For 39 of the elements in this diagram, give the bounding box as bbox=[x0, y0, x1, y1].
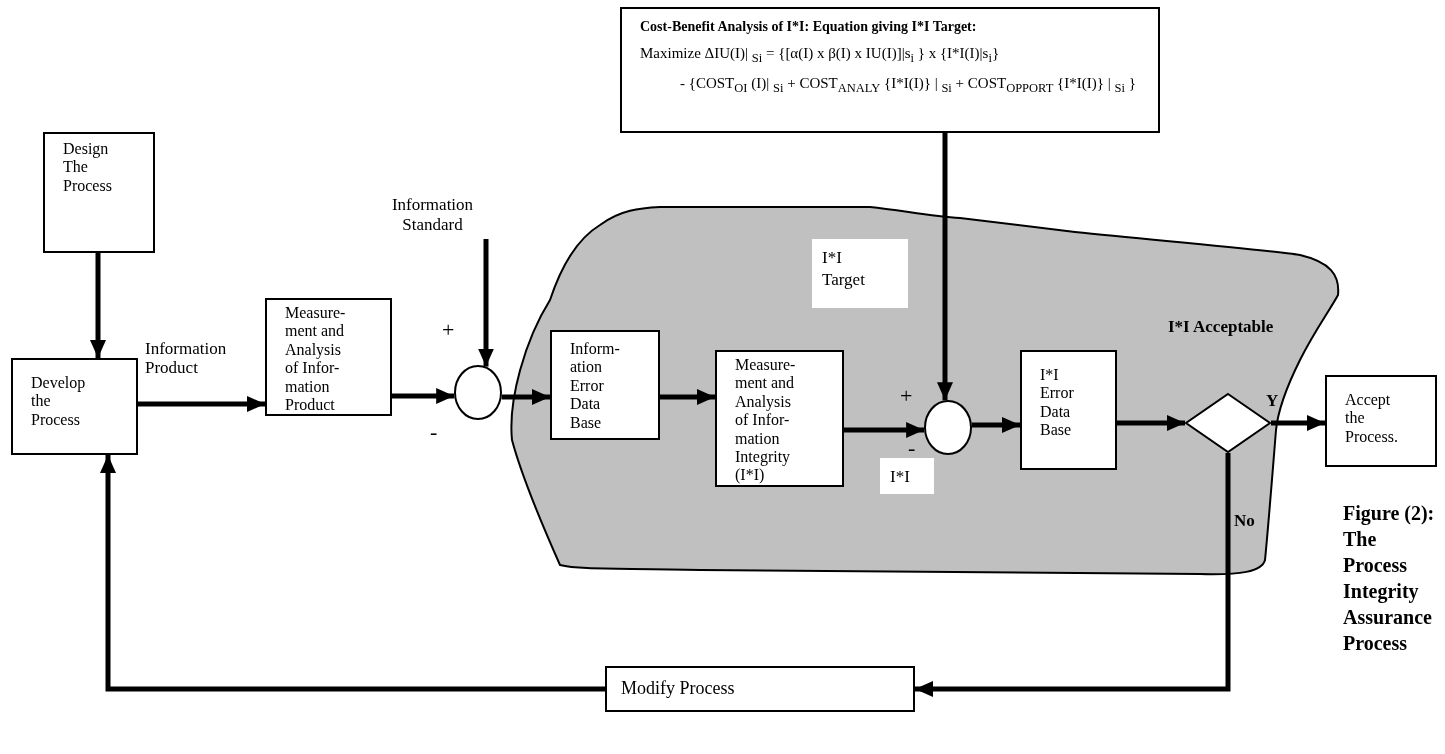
arrow bbox=[1117, 415, 1185, 431]
input-label: Information Standard bbox=[375, 195, 490, 239]
arrow bbox=[937, 133, 953, 401]
process-box: I*I Error Data Base bbox=[1020, 350, 1117, 470]
process-box: Measure-ment and Analysis of Infor-mation Integrity (I*I) bbox=[715, 350, 844, 487]
sign-label: + bbox=[900, 384, 913, 409]
arrow bbox=[90, 253, 106, 358]
edge-label: Y bbox=[1266, 392, 1280, 411]
sign-label: + bbox=[442, 318, 455, 343]
edge-label: Information Product bbox=[145, 340, 228, 378]
summing-junction bbox=[924, 400, 972, 455]
process-box: Measure-ment and Analysis of Infor-mation Product bbox=[265, 298, 392, 416]
arrow bbox=[100, 455, 605, 692]
sign-label: - bbox=[908, 436, 916, 461]
equation-box bbox=[620, 7, 1160, 133]
arrow bbox=[478, 239, 494, 367]
arrow bbox=[1271, 415, 1325, 431]
arrow bbox=[392, 388, 455, 404]
arrow bbox=[844, 422, 925, 438]
decision-label: I*I Acceptable bbox=[1168, 318, 1275, 337]
signal-label: I*I bbox=[880, 458, 934, 494]
process-box: Design The Process bbox=[43, 132, 155, 253]
sign-label: - bbox=[430, 420, 438, 445]
edge-label: No bbox=[1234, 512, 1256, 531]
equation-text: Maximize ΔIU(I)| $_{Si}$ = {[α(I) x β(I) x IU(I)]|s$_{i}$ } x {I*I(I)|s$_{i}$} bbox=[640, 43, 1001, 66]
arrow bbox=[138, 396, 265, 412]
process-box: Develop the Process bbox=[11, 358, 138, 455]
summing-junction bbox=[454, 365, 502, 420]
process-box: Inform-ation Error Data Base bbox=[550, 330, 660, 440]
process-box: Accept the Process. bbox=[1325, 375, 1437, 467]
arrow bbox=[971, 417, 1020, 433]
arrow bbox=[915, 453, 1231, 697]
equation-text: - {COST$_{OI}$ (I)| $_{Si}$ + COST$_{ANALY}$ {I*I(I)} | $_{Si}$ + COST$_{OPPORT}$ {I*I(I)} | $_{Si}$ } bbox=[679, 73, 1137, 96]
arrow bbox=[501, 389, 550, 405]
arrow bbox=[660, 389, 715, 405]
figure-caption: Figure (2): The Process Integrity Assurance Process bbox=[1343, 501, 1436, 656]
process-box: Modify Process bbox=[605, 666, 915, 712]
equation-heading: Cost-Benefit Analysis of I*I: Equation giving I*I Target: bbox=[640, 19, 978, 36]
signal-label: I*I Target bbox=[812, 239, 908, 308]
